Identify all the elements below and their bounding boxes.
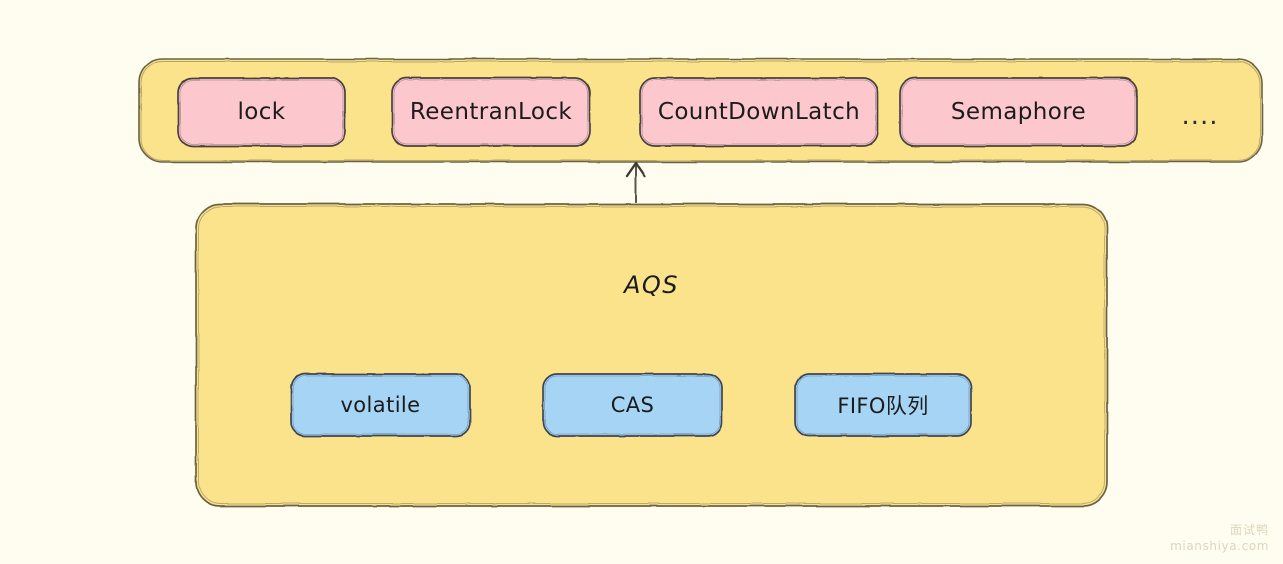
- node-lock[interactable]: [177, 77, 346, 147]
- node-semaphore[interactable]: [899, 77, 1138, 147]
- aqs-container: [195, 203, 1108, 507]
- node-cas[interactable]: [542, 373, 723, 437]
- node-reentranlock[interactable]: [391, 77, 591, 147]
- extends-arrow-icon: [625, 161, 647, 203]
- node-fifo-queue[interactable]: [794, 373, 972, 437]
- node-countdownlatch[interactable]: [639, 77, 879, 147]
- node-volatile[interactable]: [290, 373, 471, 437]
